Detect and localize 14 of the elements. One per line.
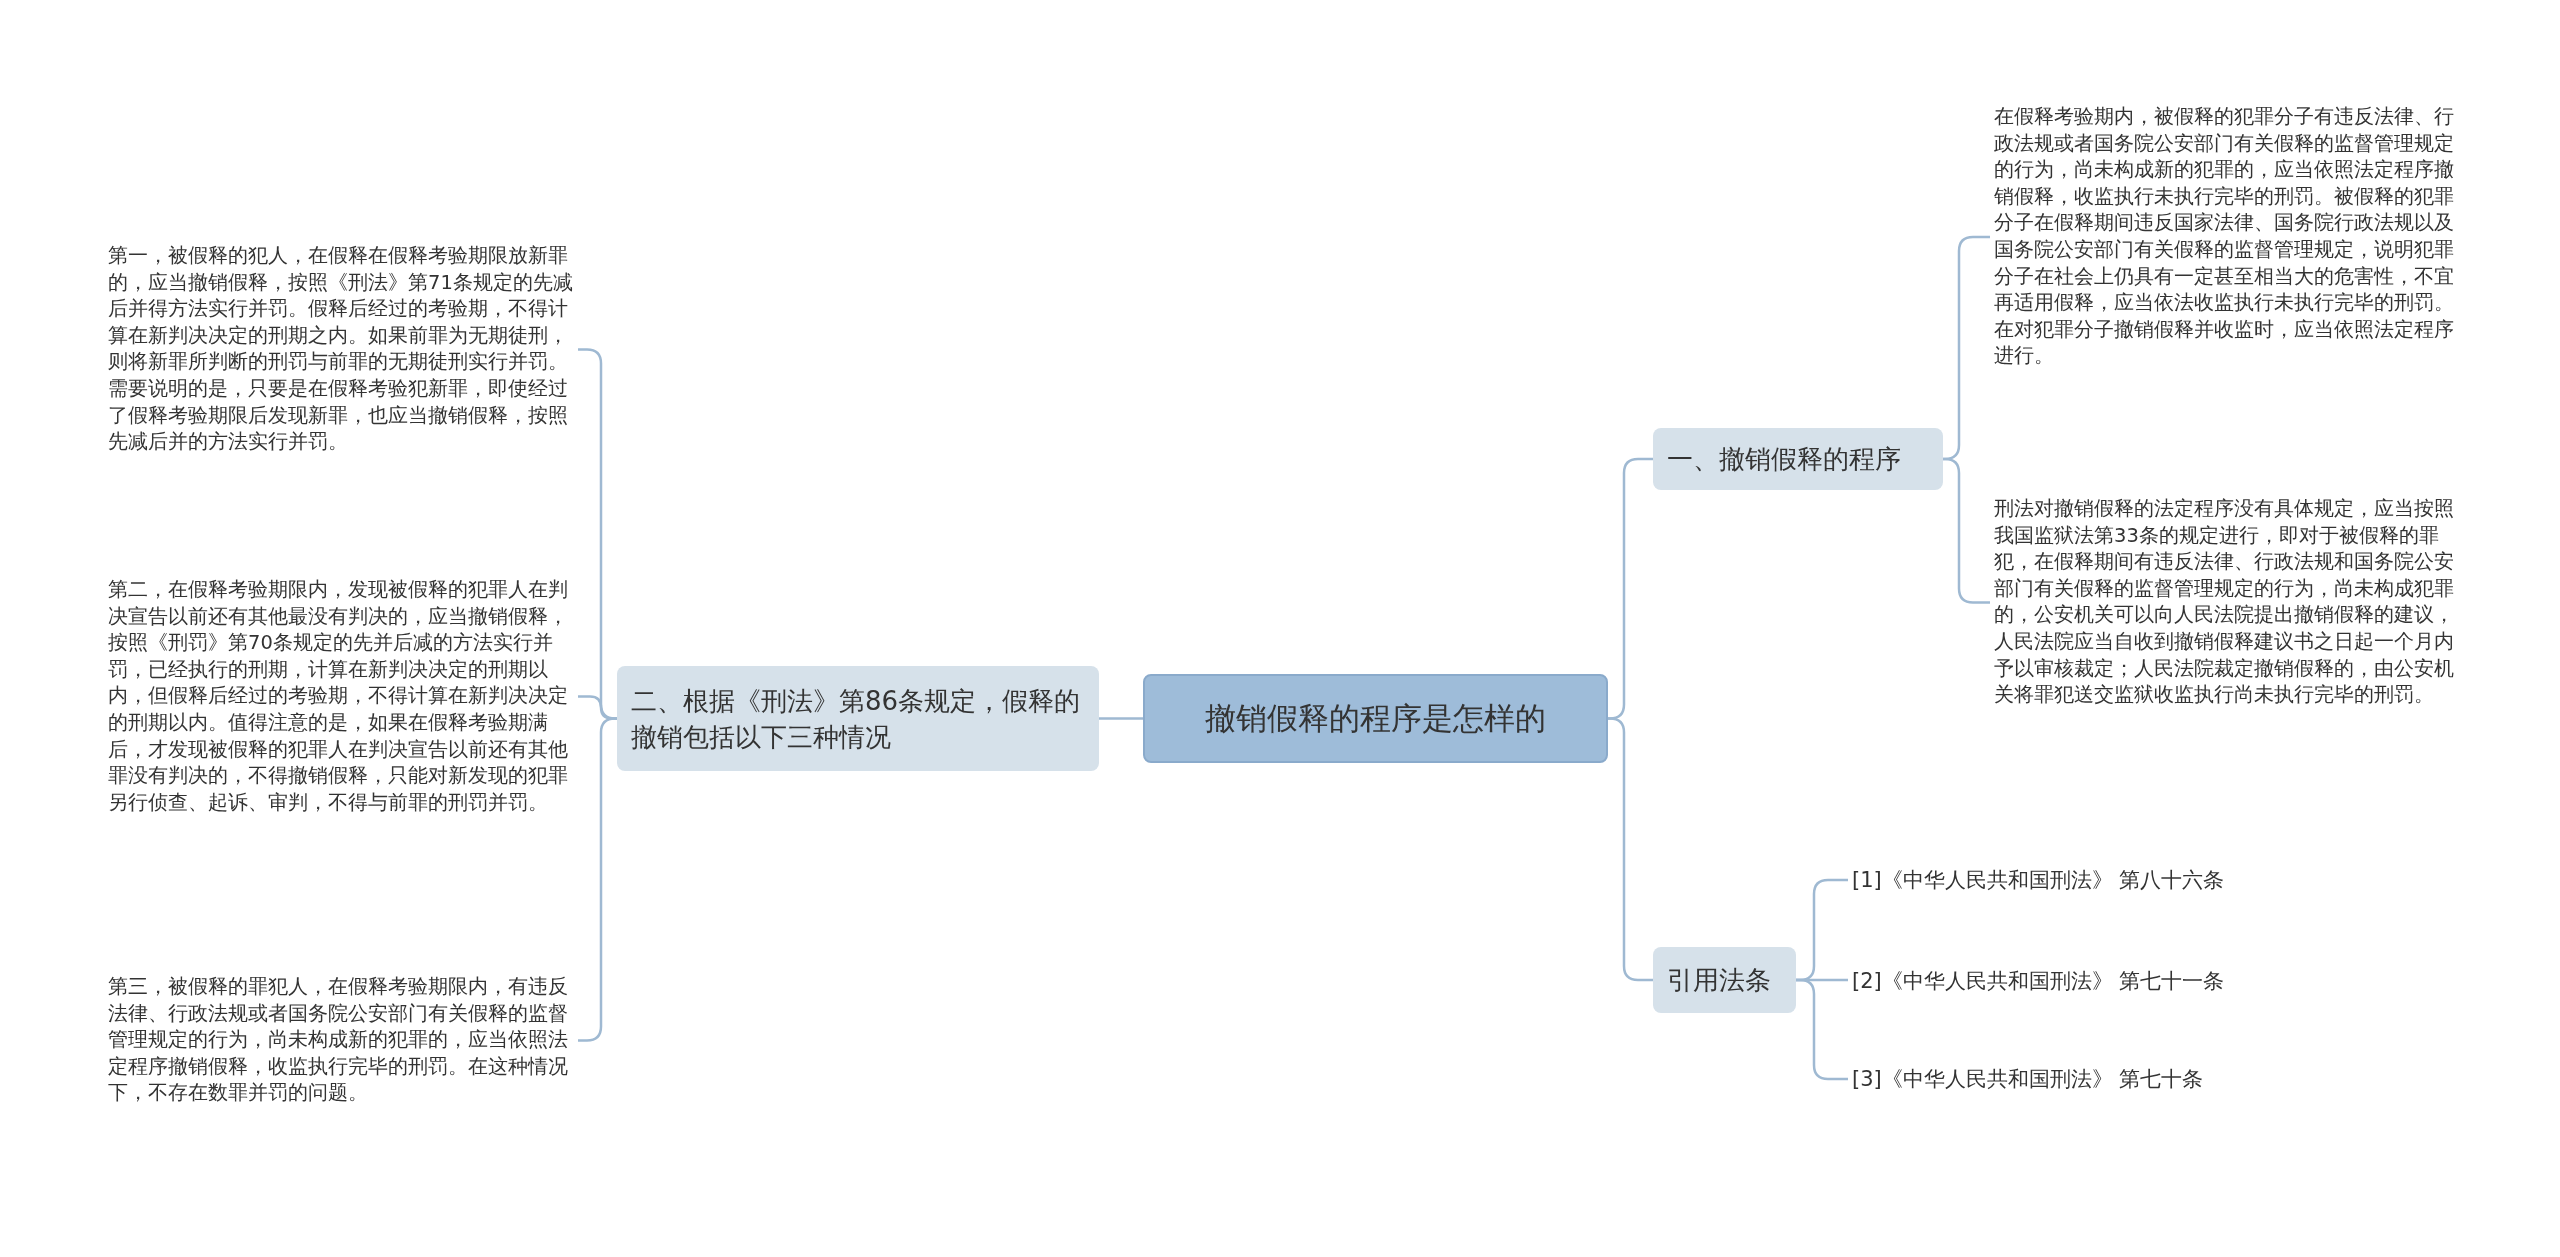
note-text: 第二，在假释考验期限内，发现被假释的犯罪人在判决宣告以前还有其他最没有判决的，应当撤销假释，按照《刑罚》第70条规定的先并后减的方法实行并罚，已经执行的刑期，计算在新判决决定的刑期以内，但假释后经过的考验期，不得计算在新判决决定的刑期以内。值得注意的是，如果在假释考验期满后，才发现被假释的犯罪人在判决宣告以前还有其他罪没有判决的，不得撤销假释，只能对新发现的犯罪另行侦查、起诉、审判，不得与前罪的刑罚并罚。: [104, 577, 578, 817]
connector-line: [1796, 978, 1848, 1081]
citation-text: [2]《中华人民共和国刑法》 第七十一条: [1848, 966, 2278, 996]
citation-text: [1]《中华人民共和国刑法》 第八十六条: [1848, 865, 2278, 895]
branch-topic-box: 二、根据《刑法》第86条规定，假释的撤销包括以下三种情况: [617, 666, 1099, 771]
note-text: 第一，被假释的犯人，在假释在假释考验期限放新罪的，应当撤销假释，按照《刑法》第71条规定的先减后并得方法实行并罚。假释后经过的考验期，不得计算在新判决决定的刑期之内。如果前罪为无期徒刑，则将新罪所判断的刑罚与前罪的无期徒刑实行并罚。需要说明的是，只要是在假释考验犯新罪，即使经过了假释考验期限后发现新罪，也应当撤销假释，按照先减后并的方法实行并罚。: [104, 243, 578, 456]
branch-topic-box: 引用法条: [1653, 947, 1796, 1013]
connector-line: [1099, 717, 1143, 720]
citation-text: [3]《中华人民共和国刑法》 第七十条: [1848, 1064, 2278, 1094]
root-topic-box: 撤销假释的程序是怎样的: [1143, 674, 1608, 763]
note-text: 第三，被假释的罪犯人，在假释考验期限内，有违反法律、行政法规或者国务院公安部门有关假释的监督管理规定的行为，尚未构成新的犯罪的，应当依照法定程序撤销假释，收监执行完毕的刑罚。在这种情况下，不存在数罪并罚的问题。: [104, 974, 578, 1107]
branch-topic-box: 一、撤销假释的程序: [1653, 428, 1943, 490]
note-text: 在假释考验期内，被假释的犯罪分子有违反法律、行政法规或者国务院公安部门有关假释的监督管理规定的行为，尚未构成新的犯罪的，应当依照法定程序撤销假释，收监执行未执行完毕的刑罚。被假释的犯罪分子在假释期间违反国家法律、国务院行政法规以及国务院公安部门有关假释的监督管理规定，说明犯罪分子在社会上仍具有一定甚至相当大的危害性，不宜再适用假释，应当依法收监执行未执行完毕的刑罚。在对犯罪分子撤销假释并收监时，应当依照法定程序进行。: [1990, 104, 2464, 370]
note-text: 刑法对撤销假释的法定程序没有具体规定，应当按照我国监狱法第33条的规定进行，即对于被假释的罪犯，在假释期间有违反法律、行政法规和国务院公安部门有关假释的监督管理规定的行为，尚未构成犯罪的，公安机关可以向人民法院提出撤销假释的建议，人民法院应当自收到撤销假释建议书之日起一个月内予以审核裁定；人民法院裁定撤销假释的，由公安机关将罪犯送交监狱收监执行尚未执行完毕的刑罚。: [1990, 496, 2464, 709]
